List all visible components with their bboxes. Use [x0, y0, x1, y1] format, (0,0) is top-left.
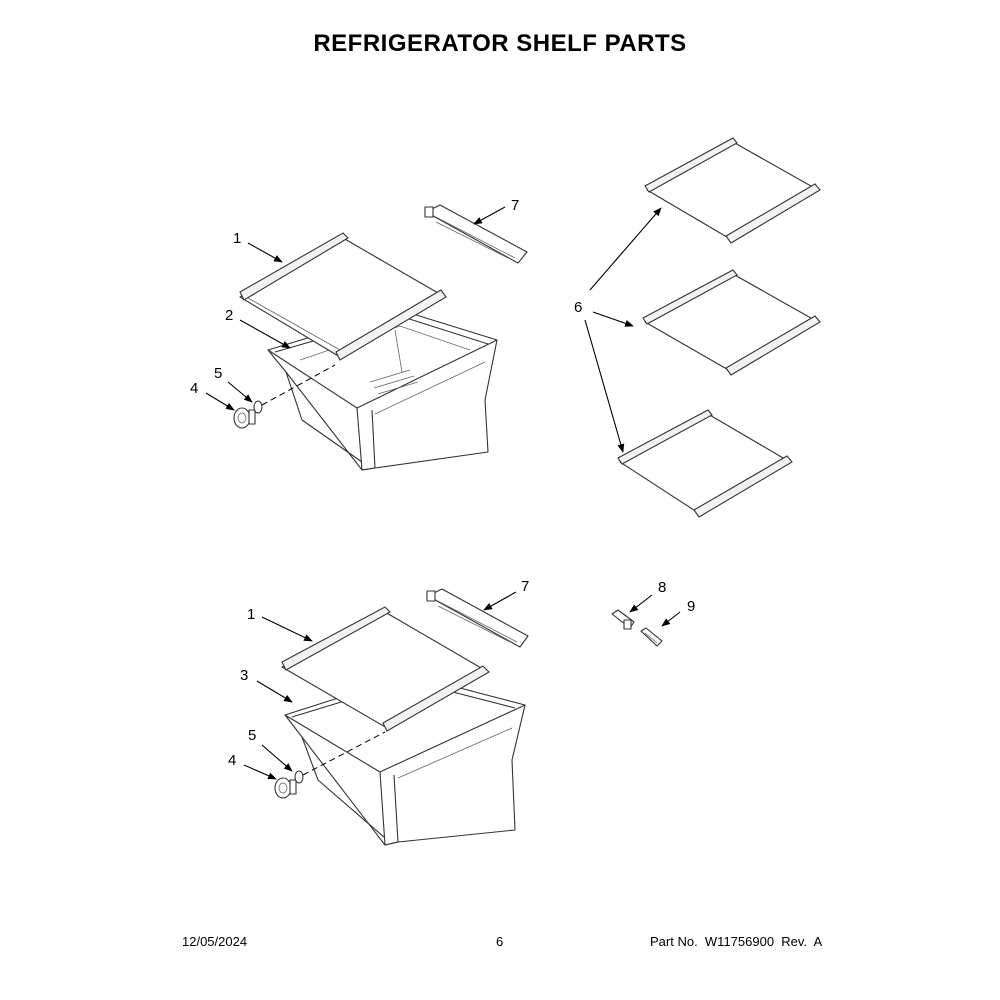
callout-5-upper: 5: [214, 365, 222, 382]
crisper-drawer-lower: [284, 674, 526, 846]
callout-3-lower: 3: [240, 667, 248, 684]
shelf-rail-lower: [426, 588, 529, 648]
alignment-line-upper: [261, 364, 336, 406]
callout-9: 9: [687, 598, 695, 615]
callout-7-lower: 7: [521, 578, 529, 595]
glass-shelf-lower: [281, 606, 490, 732]
glass-shelf-right-bottom: [617, 409, 793, 518]
callout-2-upper: 2: [225, 307, 233, 324]
knob-assembly-upper: [233, 400, 263, 429]
shelf-rail-upper: [424, 204, 528, 264]
shelf-clip-part-8: [611, 609, 635, 630]
callout-5-lower: 5: [248, 727, 256, 744]
callout-6: 6: [574, 299, 582, 316]
alignment-line-lower: [302, 731, 386, 776]
callout-8: 8: [658, 579, 666, 596]
callout-1-lower: 1: [247, 606, 255, 623]
callout-1-upper: 1: [233, 230, 241, 247]
glass-shelf-upper: [239, 232, 447, 361]
glass-shelf-right-top: [644, 137, 821, 244]
knob-assembly-lower: [274, 770, 304, 799]
callout-4-lower: 4: [228, 752, 236, 769]
leader-lines: [205, 206, 681, 780]
footer-part-number: Part No. W11756900 Rev. A: [650, 934, 823, 949]
footer-date: 12/05/2024: [182, 934, 248, 949]
shelf-clip-part-9: [640, 627, 663, 647]
page-title: REFRIGERATOR SHELF PARTS: [313, 30, 687, 57]
glass-shelf-right-middle: [642, 269, 821, 376]
callout-7-upper: 7: [511, 197, 519, 214]
callout-4-upper: 4: [190, 380, 198, 397]
footer-page-number: 6: [496, 934, 504, 949]
